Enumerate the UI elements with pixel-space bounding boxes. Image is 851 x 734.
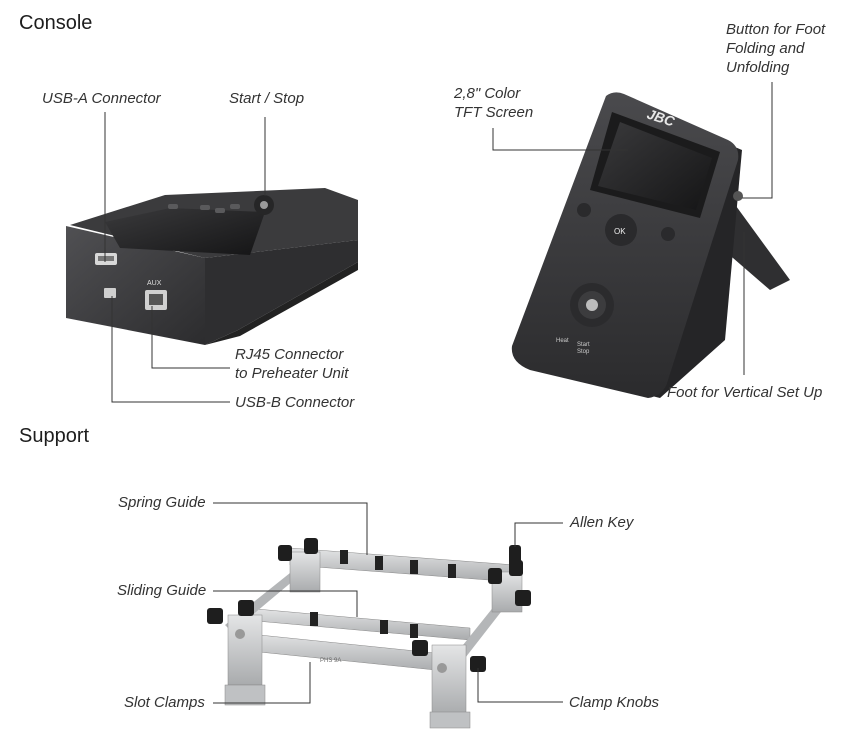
rj45-label-line2: to Preheater Unit bbox=[235, 365, 349, 382]
support-frame bbox=[207, 538, 531, 729]
frame-marking: PHS 9A bbox=[320, 658, 341, 664]
foot-vertical-setup-label: Foot for Vertical Set Up bbox=[667, 384, 823, 401]
support-section-title: Support bbox=[19, 425, 90, 447]
foot-button-label-line1: Button for Foot bbox=[726, 21, 826, 38]
rj45-connector-label: RJ45 Connector to Preheater Unit bbox=[235, 345, 348, 383]
slot-clamps-label: Slot Clamps bbox=[124, 694, 205, 711]
rj45-label-line1: RJ45 Connector bbox=[235, 346, 344, 363]
aux-marking: AUX bbox=[147, 280, 162, 287]
spring-guide-label: Spring Guide bbox=[118, 494, 206, 511]
start-stop-label: Start / Stop bbox=[229, 90, 305, 107]
console-device-lying bbox=[66, 188, 358, 345]
foot-button-label-line2: Folding and bbox=[726, 40, 805, 57]
ok-button-marking: OK bbox=[614, 227, 626, 236]
foot-button-label: Button for Foot Folding and Unfolding bbox=[726, 20, 825, 77]
console-device-standing bbox=[511, 92, 790, 399]
usb-b-connector-label: USB-B Connector bbox=[235, 394, 355, 411]
console-section-title: Console bbox=[19, 12, 93, 34]
tft-screen-label: 2,8" Color TFT Screen bbox=[454, 84, 533, 122]
heat-marking: Heat bbox=[556, 338, 569, 344]
tft-screen-label-line2: TFT Screen bbox=[454, 104, 534, 121]
start-marking: Start bbox=[577, 342, 590, 348]
sliding-guide-label: Sliding Guide bbox=[117, 582, 207, 599]
stop-marking: Stop bbox=[577, 349, 590, 355]
leader-lines bbox=[104, 82, 773, 704]
usb-a-connector-label: USB-A Connector bbox=[42, 90, 161, 107]
foot-button-label-line3: Unfolding bbox=[726, 59, 790, 76]
allen-key-label: Allen Key bbox=[570, 514, 634, 531]
clamp-knobs-label: Clamp Knobs bbox=[569, 694, 660, 711]
tft-screen-label-line1: 2,8" Color bbox=[454, 85, 521, 102]
